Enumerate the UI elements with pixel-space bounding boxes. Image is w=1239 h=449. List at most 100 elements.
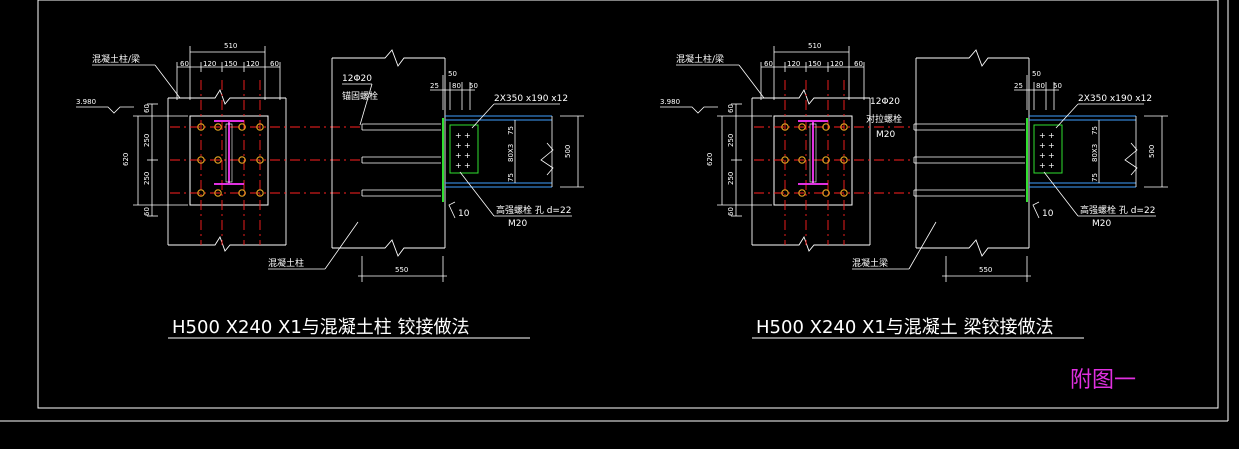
dim-150: 150 bbox=[224, 60, 237, 68]
svg-text:+: + bbox=[1039, 151, 1046, 160]
svg-text:+: + bbox=[1048, 161, 1055, 170]
dim-60-a: 60 bbox=[180, 60, 189, 68]
beam-side-view bbox=[915, 49, 1030, 257]
dim-120-b: 120 bbox=[830, 60, 843, 68]
appendix-label: 附图一 bbox=[1070, 368, 1136, 393]
dim-small-80: 80 bbox=[1036, 82, 1045, 90]
dim-plate-80x3: 80X3 bbox=[1091, 144, 1099, 162]
svg-text:+: + bbox=[464, 131, 471, 140]
dim-620: 620 bbox=[706, 153, 714, 166]
weld-size: 10 bbox=[1042, 209, 1054, 219]
dim-small-50b: 50 bbox=[469, 82, 478, 90]
svg-text:+: + bbox=[455, 151, 462, 160]
embed-plate bbox=[773, 115, 853, 206]
detail-beam: 510 60 120 150 120 60 混凝土柱/梁 3.980 620 6… bbox=[660, 42, 1168, 339]
hsb-label: 高强螺栓 孔 d=22 bbox=[1080, 204, 1155, 216]
plate-label: 2X350 x190 x12 bbox=[1078, 94, 1152, 104]
anchor-bolts bbox=[197, 123, 264, 197]
inner-frame bbox=[37, 0, 1219, 409]
dim-left-60-b: 60 bbox=[143, 207, 151, 216]
hsb-size: M20 bbox=[508, 219, 527, 229]
svg-text:+: + bbox=[455, 131, 462, 140]
dim-small-50a: 50 bbox=[1032, 70, 1041, 78]
plate-label: 2X350 x190 x12 bbox=[494, 94, 568, 104]
svg-text:+: + bbox=[1048, 141, 1055, 150]
column-outline bbox=[167, 88, 287, 252]
dim-plate-75a: 75 bbox=[1091, 126, 1099, 135]
dim-plate-75b: 75 bbox=[1091, 173, 1099, 182]
dim-150: 150 bbox=[808, 60, 821, 68]
elevation-label: 3.980 bbox=[660, 98, 680, 106]
bottom-label: 混凝土柱 bbox=[268, 257, 304, 269]
h-section bbox=[798, 120, 828, 185]
dim-120-b: 120 bbox=[246, 60, 259, 68]
dim-60-a: 60 bbox=[764, 60, 773, 68]
steel-beam bbox=[445, 115, 552, 188]
detail-title: H500 X240 X1与混凝土 梁铰接做法 bbox=[756, 317, 1054, 338]
svg-text:+: + bbox=[1039, 141, 1046, 150]
dim-510: 510 bbox=[224, 42, 237, 50]
dim-510: 510 bbox=[808, 42, 821, 50]
hsb-size: M20 bbox=[1092, 219, 1111, 229]
svg-text:+: + bbox=[464, 161, 471, 170]
bolt-sub-label: 对拉螺栓 bbox=[866, 113, 902, 125]
elevation-marker bbox=[660, 106, 718, 114]
through-rods bbox=[913, 123, 1025, 197]
dim-left-60-a: 60 bbox=[727, 104, 735, 113]
dim-left-60-a: 60 bbox=[143, 104, 151, 113]
svg-text:+: + bbox=[464, 141, 471, 150]
svg-text:+: + bbox=[1048, 151, 1055, 160]
dim-550: 550 bbox=[395, 266, 408, 274]
dim-left-250-a: 250 bbox=[727, 134, 735, 147]
elevation-label: 3.980 bbox=[76, 98, 96, 106]
detail-title: H500 X240 X1与混凝土柱 铰接做法 bbox=[172, 317, 470, 338]
svg-text:+: + bbox=[455, 141, 462, 150]
dim-left-250-b: 250 bbox=[143, 172, 151, 185]
embed-plate bbox=[189, 115, 269, 206]
dim-500: 500 bbox=[564, 145, 572, 158]
dim-60-b: 60 bbox=[270, 60, 279, 68]
svg-text:+: + bbox=[1048, 131, 1055, 140]
h-section bbox=[214, 120, 244, 185]
dim-120-a: 120 bbox=[203, 60, 216, 68]
dim-550: 550 bbox=[979, 266, 992, 274]
dim-120-a: 120 bbox=[787, 60, 800, 68]
dim-plate-75b: 75 bbox=[507, 173, 515, 182]
dim-left-60-b: 60 bbox=[727, 207, 735, 216]
bolt-label: 12Φ20 bbox=[342, 74, 372, 84]
dim-left-250-a: 250 bbox=[143, 134, 151, 147]
anchor-rods bbox=[361, 123, 441, 197]
svg-text:+: + bbox=[464, 151, 471, 160]
hsb-bolts: ++ ++ ++ ++ bbox=[1039, 131, 1055, 170]
bolt-size: M20 bbox=[876, 130, 895, 140]
shear-plate bbox=[449, 124, 479, 174]
dim-60-b: 60 bbox=[854, 60, 863, 68]
dim-plate-80x3: 80X3 bbox=[507, 144, 515, 162]
weld-size: 10 bbox=[458, 209, 470, 219]
dim-small-50a: 50 bbox=[448, 70, 457, 78]
detail-column: 510 60 120 150 120 60 混凝土柱/梁 3.980 620 6… bbox=[76, 42, 584, 339]
dim-left-250-b: 250 bbox=[727, 172, 735, 185]
hsb-label: 高强螺栓 孔 d=22 bbox=[496, 204, 571, 216]
dim-small-80: 80 bbox=[452, 82, 461, 90]
svg-text:+: + bbox=[455, 161, 462, 170]
hsb-bolts: ++ ++ ++ ++ bbox=[455, 131, 471, 170]
dim-small-25: 25 bbox=[430, 82, 439, 90]
dim-plate-75a: 75 bbox=[507, 126, 515, 135]
dim-500: 500 bbox=[1148, 145, 1156, 158]
bottom-label: 混凝土梁 bbox=[852, 257, 888, 269]
anchor-bolts bbox=[781, 123, 848, 197]
shear-plate bbox=[1033, 124, 1063, 174]
svg-text:+: + bbox=[1039, 161, 1046, 170]
steel-beam bbox=[1029, 115, 1136, 188]
member-label: 混凝土柱/梁 bbox=[676, 53, 724, 65]
dim-small-25: 25 bbox=[1014, 82, 1023, 90]
dim-small-50b: 50 bbox=[1053, 82, 1062, 90]
beam-outline bbox=[751, 88, 871, 252]
elevation-marker bbox=[76, 106, 134, 114]
dim-620: 620 bbox=[122, 153, 130, 166]
top-dimensions bbox=[176, 46, 281, 100]
bolt-label: 12Φ20 bbox=[870, 97, 900, 107]
